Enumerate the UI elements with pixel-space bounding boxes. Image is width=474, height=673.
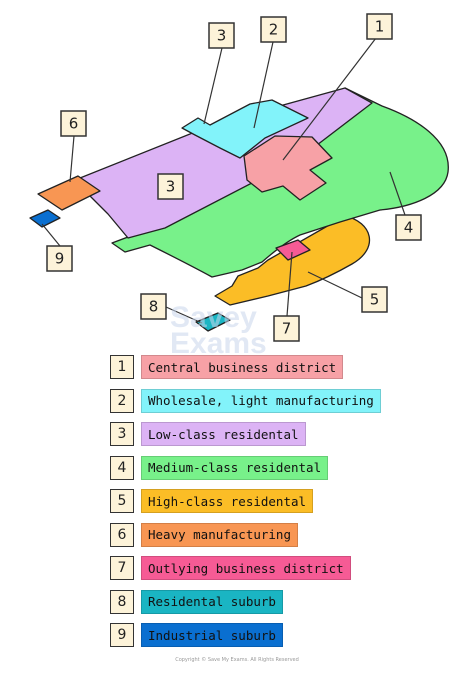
- legend-number-5: 5: [110, 489, 134, 513]
- callout-9: 9: [46, 245, 73, 272]
- legend-number-3: 3: [110, 422, 134, 446]
- legend-number-7: 7: [110, 556, 134, 580]
- leader-line-9: [41, 223, 61, 247]
- legend-label-4: Medium-class residental: [141, 455, 329, 480]
- urban-zone-map: 1 2 3 6 3 4 9 5 8 7: [29, 13, 449, 342]
- callout-3-inline-text: 3: [166, 178, 176, 196]
- leader-line-8: [165, 306, 203, 324]
- callout-2-text: 2: [269, 21, 279, 39]
- callout-9-text: 9: [55, 250, 65, 268]
- callout-7-text: 7: [282, 320, 292, 338]
- callout-6: 6: [60, 110, 87, 137]
- legend-number-8: 8: [110, 589, 134, 614]
- callout-1: 1: [366, 13, 393, 40]
- legend-label-8: Residental suburb: [141, 589, 283, 614]
- zone-wholesale: [181, 99, 309, 159]
- legend-number-1: 1: [110, 355, 134, 379]
- zone-outlying-business-district: [275, 239, 311, 261]
- legend-number-9: 9: [110, 623, 134, 647]
- legend-label-9: Industrial suburb: [141, 623, 283, 647]
- callout-8: 8: [140, 293, 167, 320]
- callout-5: 5: [361, 286, 388, 313]
- zone-residential-suburb: [195, 312, 231, 332]
- leader-line-4: [389, 171, 406, 216]
- leader-line-7: [286, 251, 293, 317]
- leader-line-1: [282, 37, 377, 161]
- callout-5-text: 5: [370, 291, 380, 309]
- callout-6-text: 6: [69, 115, 79, 133]
- callout-1-text: 1: [375, 18, 385, 36]
- callout-4: 4: [395, 214, 422, 241]
- callout-2: 2: [260, 16, 287, 43]
- legend-label-7: Outlying business district: [141, 556, 351, 580]
- legend-label-2: Wholesale, light manufacturing: [141, 388, 381, 413]
- leader-line-5: [307, 271, 363, 299]
- callout-3-inline: 3: [157, 173, 184, 200]
- zone-heavy-manufacturing: [37, 175, 101, 211]
- zone-high-class-residential: [214, 215, 371, 306]
- legend-label-3: Low-class residental: [141, 422, 306, 446]
- callout-4-text: 4: [404, 219, 414, 237]
- leader-line-3: [203, 47, 223, 125]
- legend-number-4: 4: [110, 455, 134, 480]
- legend-number-6: 6: [110, 522, 134, 547]
- callout-7: 7: [273, 315, 300, 342]
- callout-8-text: 8: [149, 298, 159, 316]
- legend-number-2: 2: [110, 388, 134, 413]
- leader-line-6: [69, 135, 75, 183]
- copyright-text: Copyright © Save My Exams. All Rights Re…: [175, 657, 299, 663]
- leader-line-2: [253, 41, 274, 129]
- zone-industrial-suburb: [29, 209, 61, 228]
- legend-label-1: Central business district: [141, 355, 344, 379]
- zone-central-business-district: [243, 135, 333, 201]
- legend-label-5: High-class residental: [141, 489, 314, 513]
- legend-label-6: Heavy manufacturing: [141, 522, 298, 547]
- callout-3-top-text: 3: [217, 27, 227, 45]
- callout-3-top: 3: [208, 22, 235, 49]
